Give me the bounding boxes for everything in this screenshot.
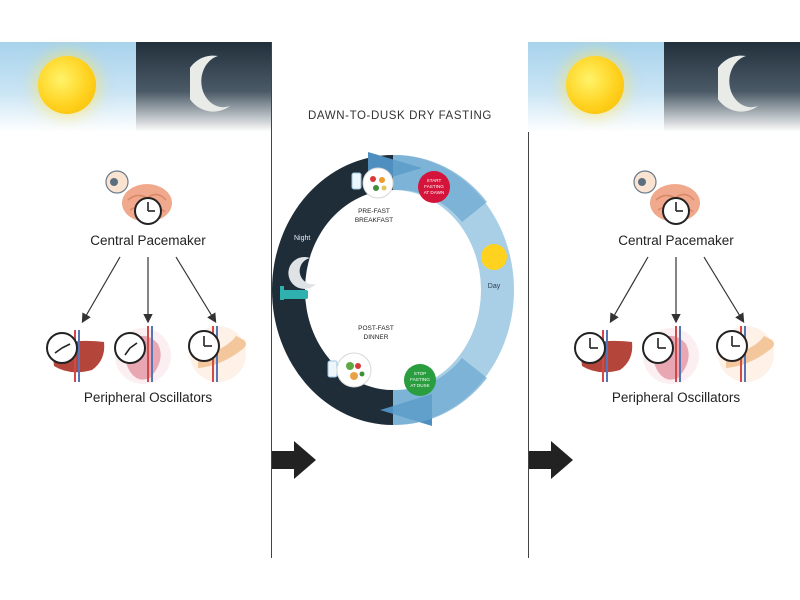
central-pacemaker-label: Central Pacemaker (90, 233, 206, 248)
peripheral-oscillators-label: Peripheral Oscillators (83, 390, 213, 405)
sky-banner (0, 42, 272, 132)
right-panel: Central Pacemaker (528, 0, 800, 600)
start-badge-line1: START (427, 178, 442, 183)
peripheral-oscillators-label: Peripheral Oscillators (611, 390, 741, 405)
start-badge-line3: AT DAWN (424, 190, 445, 195)
arrow-to-liver (609, 256, 649, 324)
clock-icon (642, 332, 674, 364)
moon-icon (190, 55, 230, 112)
clock-icon (134, 197, 162, 225)
sky-banner (528, 42, 800, 132)
arrow-to-pancreas (703, 256, 745, 324)
stop-badge-line3: AT DUSK (410, 383, 430, 388)
center-panel: DAWN-TO-DUSK DRY FASTING PRE-FAST (272, 0, 528, 600)
panel-divider (271, 42, 272, 558)
dinner-label-line2: DINNER (364, 334, 389, 341)
clock-icon (114, 332, 146, 364)
eye-icon (105, 170, 129, 194)
clock-icon (662, 197, 690, 225)
peripheral-organs-graphic (574, 326, 774, 384)
sun-icon (38, 56, 96, 114)
night-label: Night (294, 235, 310, 242)
moon-icon (718, 55, 758, 112)
dinner-plate-icon (327, 352, 372, 388)
right-arrow-icon (529, 441, 573, 479)
start-badge-line2: FASTING (424, 184, 444, 189)
left-panel: Central Pacemaker (0, 0, 316, 600)
breakfast-label-line2: BREAKFAST (355, 217, 393, 224)
start-fasting-badge (418, 171, 450, 203)
clock-icon (46, 332, 78, 364)
day-arc (393, 155, 514, 425)
arrow-to-liver (81, 256, 121, 324)
stop-fasting-badge (404, 364, 436, 396)
fasting-cycle-diagram: PRE-FAST BREAKFAST START FASTING AT DAWN… (272, 152, 514, 426)
night-sky (136, 42, 272, 132)
connector-arrows (81, 256, 217, 324)
dusk-arrow-band (393, 358, 487, 426)
stop-badge-line2: FASTING (410, 377, 430, 382)
night-arc (272, 155, 393, 425)
day-label: Day (488, 283, 501, 290)
central-pacemaker-label: Central Pacemaker (618, 233, 734, 248)
eye-icon (633, 170, 657, 194)
panel-divider (528, 42, 529, 558)
clock-icon (574, 332, 606, 364)
breakfast-plate-icon (351, 167, 394, 199)
clock-icon (188, 330, 220, 362)
arrow-to-pancreas (175, 256, 217, 324)
right-arrow-icon (272, 441, 316, 479)
peripheral-organs-graphic (46, 326, 246, 384)
central-pacemaker-graphic (105, 170, 172, 225)
connector-arrows (609, 256, 745, 324)
bed-icon (280, 286, 308, 300)
central-pacemaker-graphic (633, 170, 700, 225)
night-sky (664, 42, 800, 132)
moon-icon (288, 256, 316, 289)
dinner-label-line1: POST-FAST (358, 325, 394, 332)
breakfast-label-line1: PRE-FAST (358, 208, 390, 215)
sun-icon (481, 244, 507, 270)
diagram-title: DAWN-TO-DUSK DRY FASTING (308, 110, 492, 122)
sun-icon (566, 56, 624, 114)
stop-badge-line1: STOP (414, 371, 426, 376)
clock-icon (716, 330, 748, 362)
